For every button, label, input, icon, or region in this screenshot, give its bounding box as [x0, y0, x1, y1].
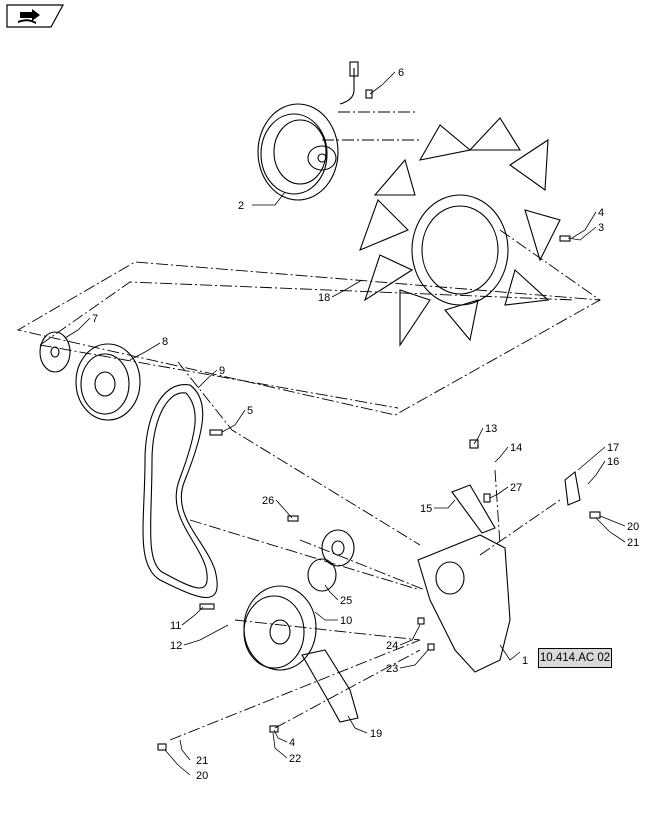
callout-8: 8	[162, 336, 168, 348]
callout-labels: 1 2 3 4 5 6 7 8 9 10 11 12 13 14 15 16 1	[64, 67, 639, 782]
callout-12: 12	[170, 640, 182, 652]
callout-2: 2	[238, 200, 244, 212]
callout-3: 3	[598, 222, 604, 234]
callout-23: 23	[386, 663, 398, 675]
callout-1: 1	[522, 655, 528, 667]
callout-7: 7	[92, 313, 98, 325]
pulley	[75, 343, 141, 421]
callout-9: 9	[219, 365, 225, 377]
callout-14: 14	[510, 442, 522, 454]
callout-26: 26	[262, 495, 274, 507]
book-arrow-icon	[6, 4, 65, 28]
bolts	[157, 89, 601, 751]
callout-20: 20	[627, 521, 639, 533]
drive-belt-inner	[150, 392, 208, 589]
callout-22: 22	[289, 753, 301, 765]
pulley-hub	[39, 331, 71, 373]
callout-10: 10	[340, 615, 352, 627]
callout-24: 24	[386, 640, 398, 652]
callout-17: 17	[607, 442, 619, 454]
tensioner	[307, 529, 355, 592]
callout-21-lower: 21	[196, 755, 208, 767]
callout-15: 15	[420, 503, 432, 515]
assembly-path-lower	[39, 281, 576, 741]
callout-4-lower: 4	[289, 737, 295, 749]
callout-27: 27	[510, 482, 522, 494]
fan	[359, 117, 561, 347]
navigation-tab[interactable]	[6, 4, 65, 28]
callout-20-lower: 20	[196, 770, 208, 782]
crank-pulley	[243, 585, 317, 671]
clip	[564, 470, 581, 506]
callout-19: 19	[370, 728, 382, 740]
callout-13: 13	[485, 423, 497, 435]
fan-clutch	[257, 61, 359, 201]
callout-21: 21	[627, 537, 639, 549]
callout-25: 25	[340, 595, 352, 607]
reference-link[interactable]: 10.414.AC 02	[538, 648, 612, 668]
drive-belt	[142, 384, 218, 598]
callout-16: 16	[607, 456, 619, 468]
mounting-bracket	[417, 534, 511, 673]
callout-11: 11	[170, 620, 181, 632]
support-bracket	[301, 649, 359, 723]
callout-4: 4	[598, 207, 604, 219]
assembly-path-upper	[16, 111, 601, 416]
callout-18: 18	[318, 292, 330, 304]
callout-6: 6	[398, 67, 404, 79]
strap	[451, 484, 496, 534]
callout-5: 5	[247, 405, 253, 417]
